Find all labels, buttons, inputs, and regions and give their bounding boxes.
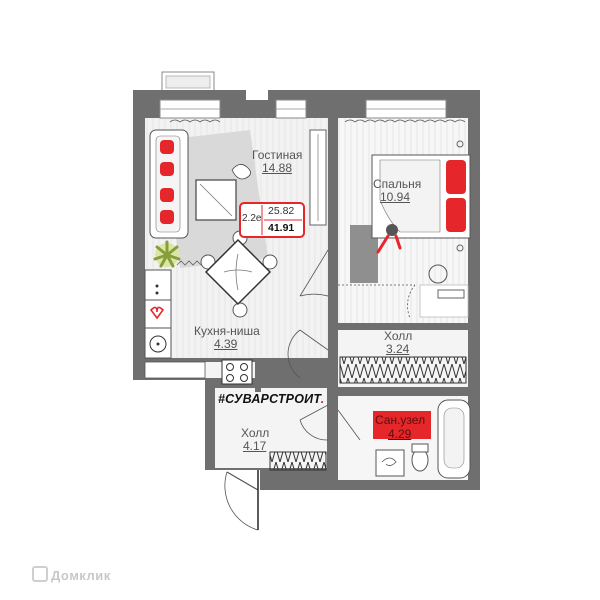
- doors: [224, 249, 416, 531]
- bedroom-furniture: [350, 140, 471, 318]
- living-wardrobe: [309, 129, 327, 226]
- watermark-logo-icon: [32, 566, 48, 582]
- living-room-area: 14.88: [262, 161, 293, 175]
- curtains: [169, 119, 466, 123]
- living-room-name: Гостиная: [252, 148, 303, 162]
- hall-small-area: 3.24: [386, 342, 410, 356]
- heart-icon: [149, 306, 165, 320]
- bedroom-area: 10.94: [380, 190, 411, 204]
- washbasin: [375, 449, 405, 477]
- person-icon: [376, 224, 402, 254]
- brand-logo: #СУВАРСТРОИТ.: [218, 392, 324, 406]
- kitchen-name: Кухня-ниша: [194, 324, 260, 338]
- stove: [144, 359, 253, 385]
- entry-wardrobe: [269, 451, 327, 471]
- hall-entry-name: Холл: [241, 426, 270, 440]
- bathroom-area: 4.29: [388, 427, 412, 441]
- hall-wardrobe: [339, 356, 467, 384]
- living-area-value: 25.82: [268, 205, 295, 217]
- plant-icon: [153, 240, 181, 268]
- cat: [231, 164, 251, 180]
- sink-icon: [149, 335, 167, 353]
- stats-box: [239, 202, 305, 238]
- hall-small-name: Холл: [384, 329, 413, 343]
- bathroom-highlight: [373, 411, 431, 439]
- balcony: [161, 71, 215, 93]
- bedroom-name: Спальня: [373, 177, 422, 191]
- watermark: Домклик: [32, 566, 111, 583]
- chair-icon: [428, 264, 448, 284]
- windows: [159, 90, 447, 119]
- bathroom-fixtures: [375, 399, 471, 479]
- apartment-type: 2.2е: [242, 213, 262, 224]
- kitchen-area: 4.39: [214, 337, 238, 351]
- pillow-red: [446, 160, 466, 194]
- kitchen-units: [144, 269, 172, 359]
- watermark-text: Домклик: [51, 568, 111, 583]
- living-room-furniture: [149, 129, 268, 268]
- cushion-red: [160, 140, 174, 154]
- bathroom-name: Сан.узел: [375, 413, 426, 427]
- total-area-value: 41.91: [268, 222, 295, 234]
- hall-entry-area: 4.17: [243, 439, 267, 453]
- brand-name: #СУВАРСТРОИТ: [218, 392, 321, 406]
- brand-dot: .: [320, 392, 325, 406]
- dining-table: [200, 230, 278, 318]
